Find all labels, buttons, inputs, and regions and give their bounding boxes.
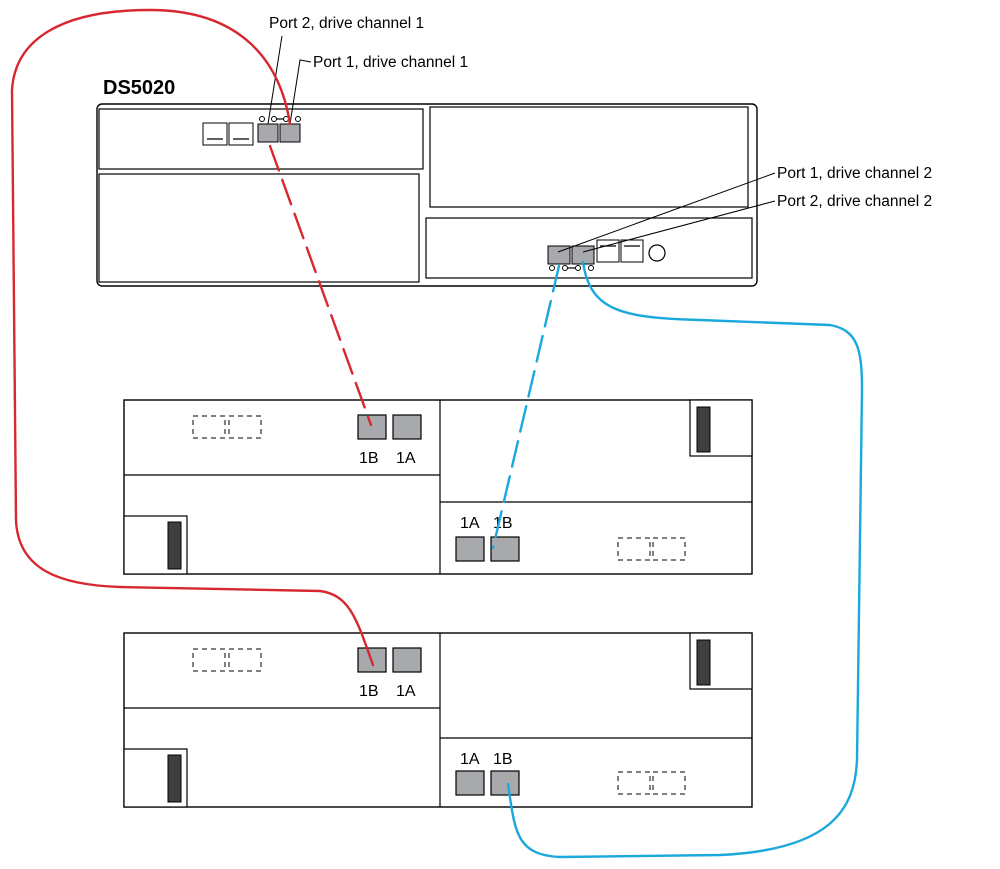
port-label-1a: 1A	[460, 515, 480, 532]
controller-a-ethernet-ports	[202, 122, 254, 146]
cable-drive-channel-2-port2-to-enclosure2	[506, 260, 864, 859]
port-label-1b: 1B	[493, 515, 513, 532]
callout-ctrl-a-port2: Port 2, drive channel 1	[269, 15, 424, 32]
expansion-enclosure-1: 1B 1A 1A 1B	[123, 399, 753, 575]
esm-b-port-1b	[490, 536, 520, 562]
ethernet-port-icon	[202, 122, 228, 146]
expansion-chassis	[123, 632, 753, 808]
callout-ctrl-a-port1: Port 1, drive channel 1	[313, 54, 468, 71]
esm-a-port-1a	[392, 647, 422, 673]
leader-line	[267, 35, 283, 125]
storage-subsystem-title: DS5020	[103, 77, 175, 99]
leader-line	[557, 172, 776, 253]
port-label-1b: 1B	[493, 751, 513, 768]
cable-drive-channel-1-port1-to-enclosure2	[10, 8, 375, 667]
power-fan-canister-right	[429, 106, 749, 208]
expansion-enclosure-2: 1B 1A 1A 1B	[123, 632, 753, 808]
power-fan-canister-left	[98, 173, 420, 283]
handle-slot-icon	[696, 406, 711, 453]
handle-slot-icon	[167, 521, 182, 570]
esm-b-port-1a	[455, 770, 485, 796]
ctrl-b-port1-connector	[547, 245, 571, 265]
port-label-1b: 1B	[359, 683, 379, 700]
port-label-1b: 1B	[359, 450, 379, 467]
esm-a-port-1b	[357, 647, 387, 673]
leader-line	[582, 200, 776, 253]
cable-drive-channel-1-port2-to-enclosure1	[268, 144, 373, 427]
ctrl-a-status-leds-icon	[259, 116, 301, 122]
reset-button-icon	[648, 244, 666, 262]
port-label-1a: 1A	[396, 450, 416, 467]
port-label-1a: 1A	[396, 683, 416, 700]
esm-a-port-1a	[392, 414, 422, 440]
ethernet-port-icon	[620, 239, 644, 263]
ctrl-b-ethernet-ports	[596, 239, 644, 263]
leader-line	[289, 59, 312, 125]
ethernet-port-icon	[228, 122, 254, 146]
callout-ctrl-b-port2: Port 2, drive channel 2	[777, 193, 932, 210]
ctrl-a-port1-connector	[279, 123, 301, 143]
esm-b-port-1a	[455, 536, 485, 562]
ctrl-b-status-leds-icon	[549, 265, 594, 271]
expansion-chassis	[123, 399, 753, 575]
port-label-1a: 1A	[460, 751, 480, 768]
callout-ctrl-b-port1: Port 1, drive channel 2	[777, 165, 932, 182]
cable-drive-channel-2-port1-to-enclosure1	[491, 264, 561, 550]
ds5020-enclosure	[96, 103, 758, 287]
esm-b-port-1b	[490, 770, 520, 796]
enclosure-dividers	[124, 633, 752, 807]
enclosure-dividers	[124, 400, 752, 574]
esm-a-port-1b	[357, 414, 387, 440]
handle-slot-icon	[167, 754, 182, 803]
ctrl-a-port2-connector	[257, 123, 279, 143]
handle-slot-icon	[696, 639, 711, 686]
